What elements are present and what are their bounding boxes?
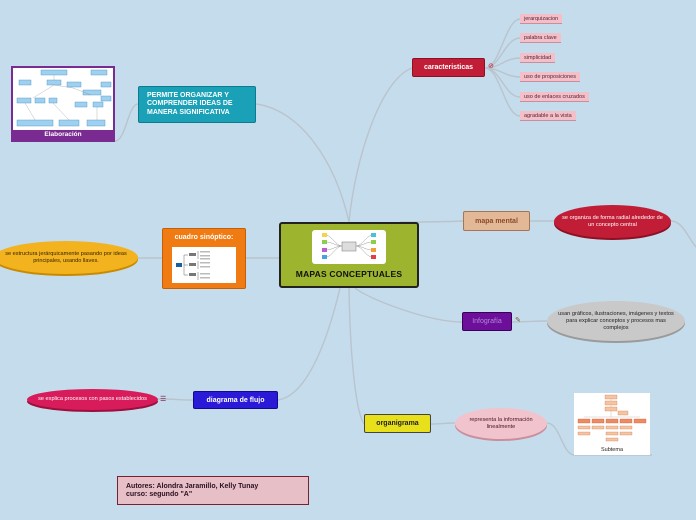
elaboracion-image[interactable]: Elaboración [11, 66, 115, 142]
tag-item[interactable]: uso de proposiciones [520, 72, 580, 82]
organigrama-image [577, 394, 647, 442]
branch-infografia[interactable]: Infografía [462, 312, 512, 331]
central-title: MAPAS CONCEPTUALES [295, 269, 403, 279]
subtema-caption: Subtema [600, 447, 623, 453]
mini-mindmap-image [322, 233, 376, 259]
note-cuadro[interactable]: se estructura jerárquicamente pasando po… [0, 241, 138, 274]
tag-item[interactable]: uso de enlaces cruzados [520, 92, 589, 102]
note-mapa-mental[interactable]: se organiza de forma radial alrededor de… [554, 205, 671, 238]
note-organigrama[interactable]: representa la información linealmente [455, 408, 547, 439]
tag-item[interactable]: jerarquizacion [520, 14, 563, 24]
cuadro-thumbnail [172, 247, 236, 283]
tag-item[interactable]: agradable a la vista [520, 111, 576, 121]
branch-cuadro-label: cuadro sinóptico: [174, 234, 234, 241]
branch-organigrama[interactable]: organigrama [364, 414, 431, 433]
central-thumbnail [312, 230, 386, 264]
branch-cuadro-sinoptico[interactable]: cuadro sinóptico: [162, 228, 246, 289]
note-diagrama[interactable]: se explica procesos con pasos establecid… [27, 389, 158, 410]
branch-organize[interactable]: PERMITE ORGANIZAR Y COMPRENDER IDEAS DE … [138, 86, 256, 123]
note-infografia[interactable]: usan gráficos, ilustraciones, imágenes y… [547, 301, 685, 341]
authors-line: Autores: Alondra Jaramillo, Kelly Tunay [126, 483, 259, 490]
central-topic[interactable]: MAPAS CONCEPTUALES [279, 222, 419, 288]
elaboracion-caption: Elaboración [13, 130, 113, 140]
tag-item[interactable]: simplicidad [520, 53, 556, 63]
tag-item[interactable]: palabra clave [520, 33, 561, 43]
no-entry-icon: ⊘ [488, 63, 494, 70]
cuadro-sinoptico-image [176, 251, 210, 280]
course-line: curso: segundo "A" [126, 491, 193, 498]
pencil-icon: ✎ [515, 317, 521, 324]
elaboracion-diagram-image [16, 69, 112, 127]
branch-caracteristicas[interactable]: caracteristicas [412, 58, 485, 77]
subtema-image[interactable]: Subtema [574, 393, 650, 455]
authors-box[interactable]: Autores: Alondra Jaramillo, Kelly Tunay … [117, 476, 309, 505]
branch-mapa-mental[interactable]: mapa mental [463, 211, 530, 231]
branch-diagrama-flujo[interactable]: diagrama de flujo [193, 391, 278, 409]
list-icon: ☰ [160, 396, 167, 403]
